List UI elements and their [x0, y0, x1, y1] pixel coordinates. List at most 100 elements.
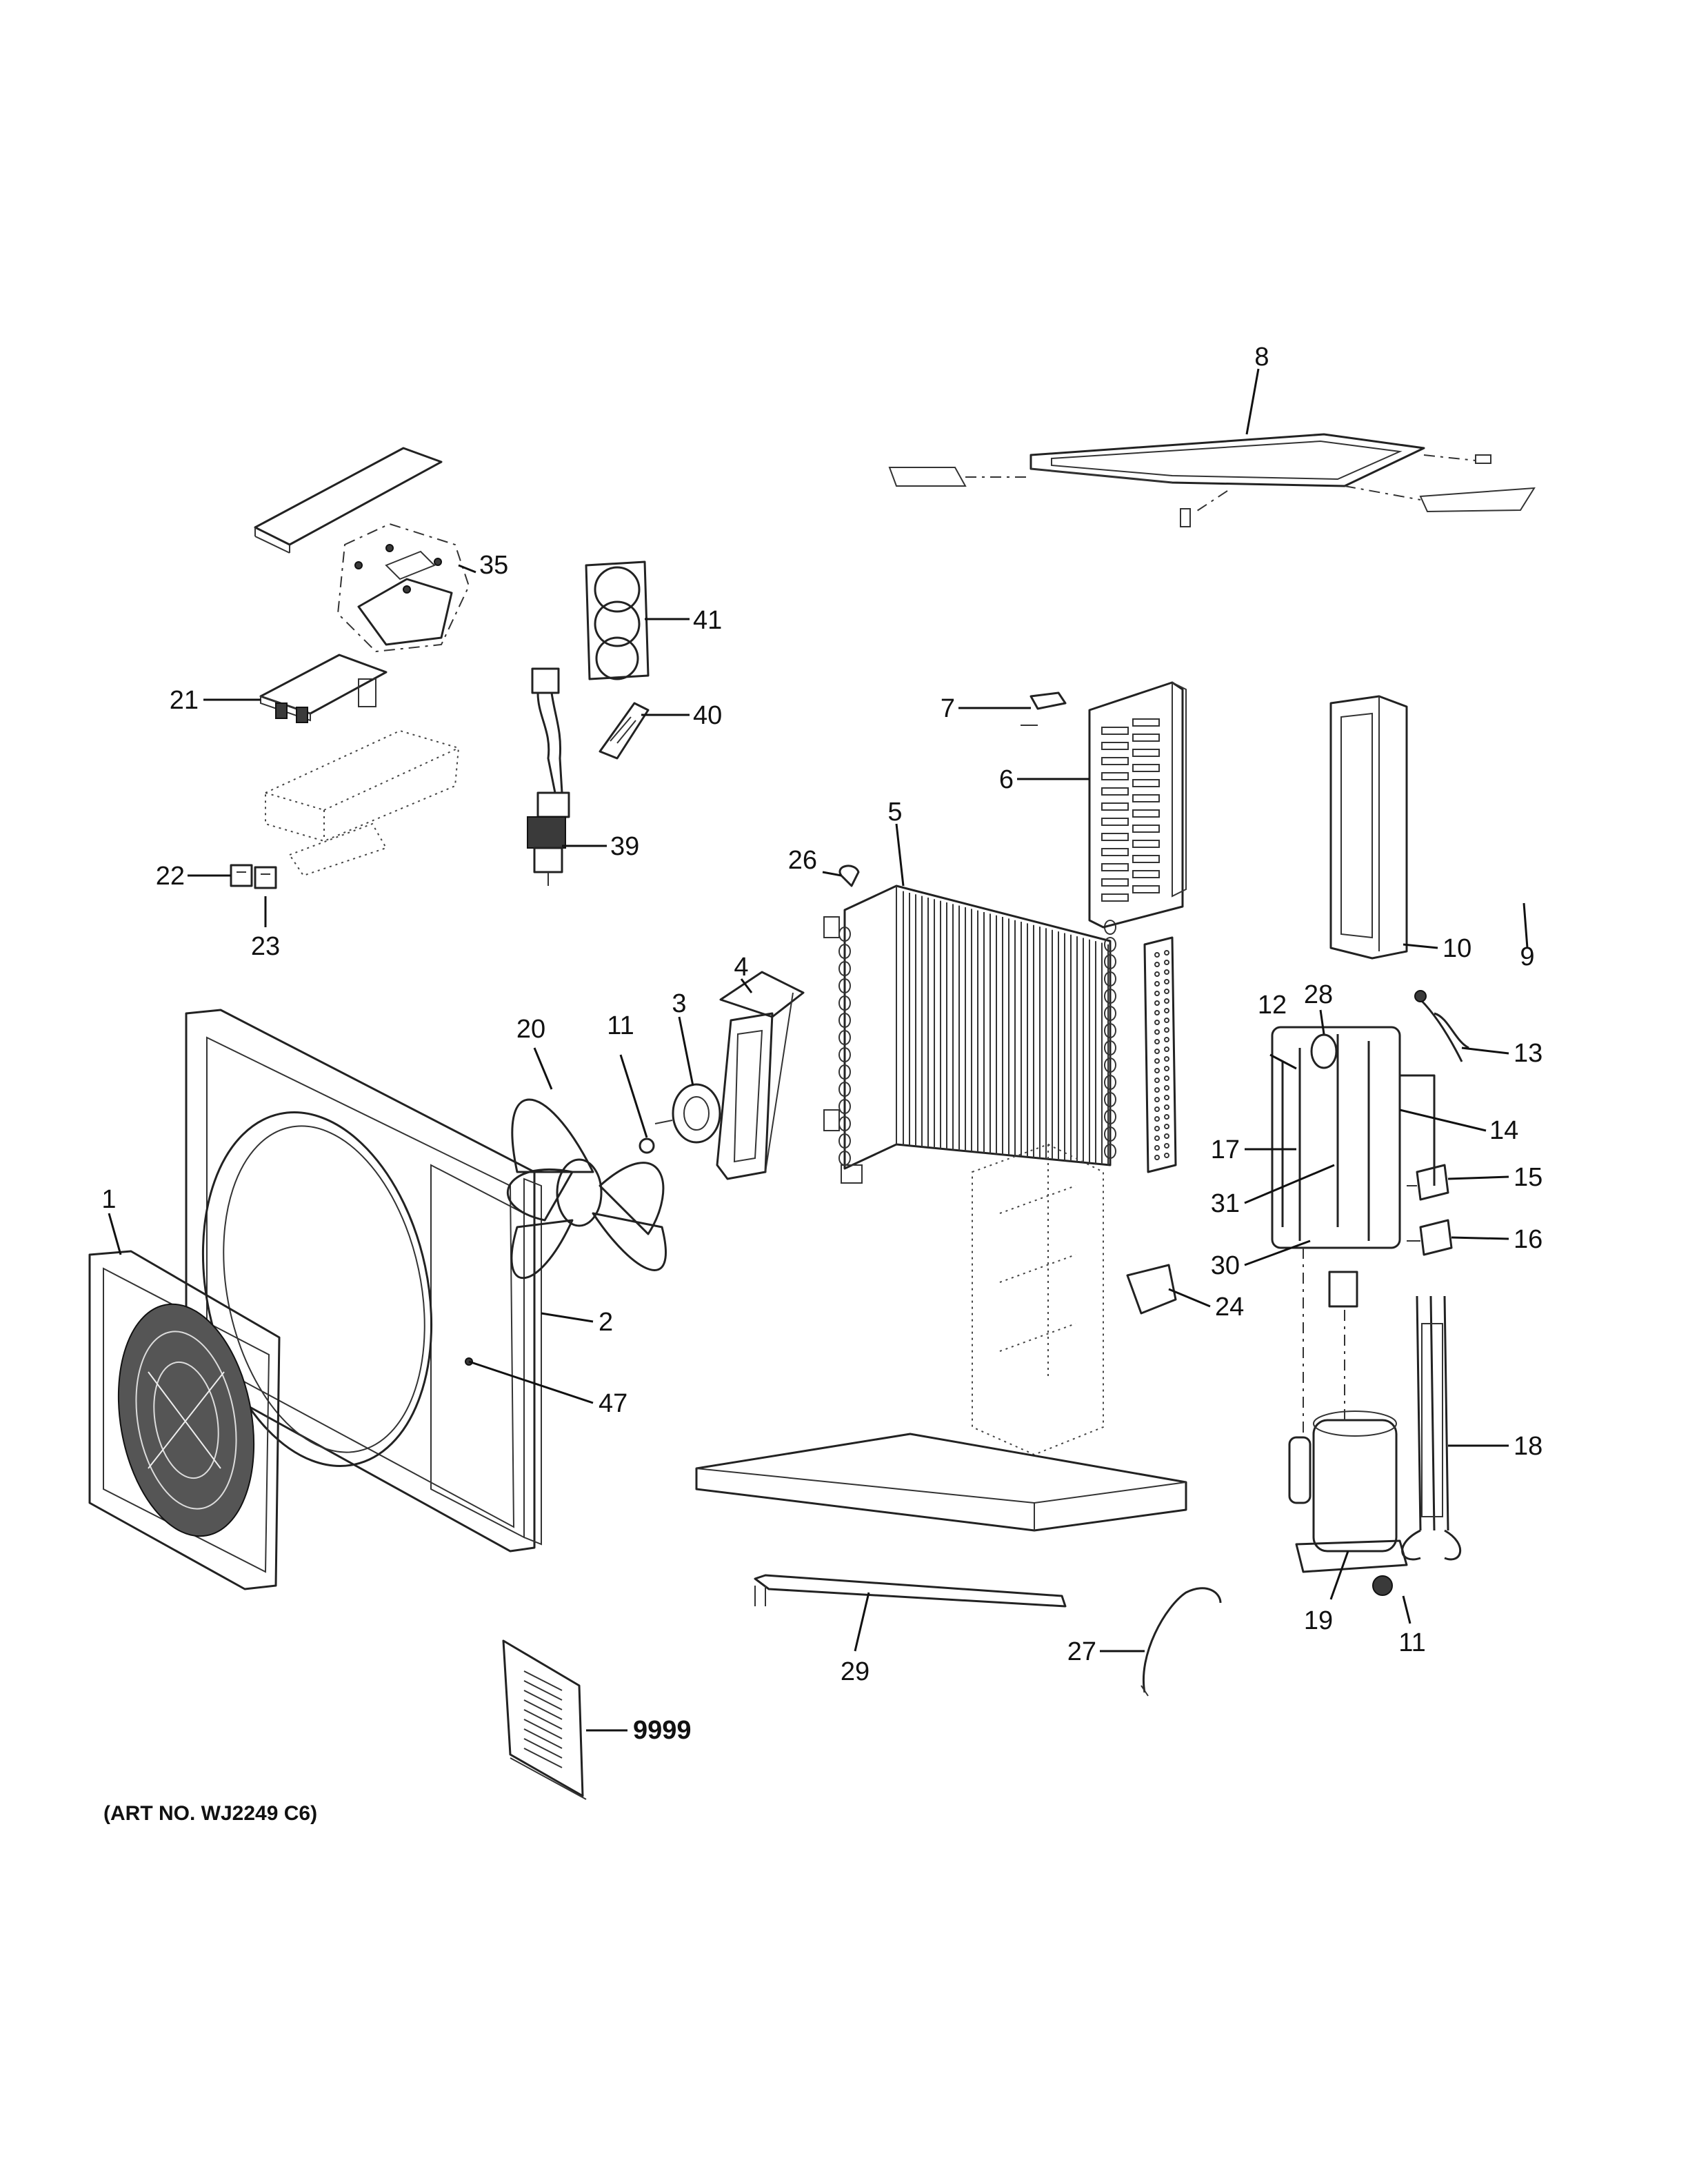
rail-hole — [1154, 952, 1160, 958]
panel-slot — [1132, 779, 1160, 787]
label-9999: 9999 — [633, 1716, 692, 1745]
rail-hole — [1164, 1114, 1169, 1120]
panel-slot — [1132, 764, 1160, 772]
rail-hole — [1164, 1095, 1169, 1100]
manual-text-line — [523, 1670, 563, 1691]
side-rail-part — [1143, 936, 1177, 1173]
pcb-board-part — [259, 654, 388, 723]
compressor-part — [1288, 1248, 1408, 1573]
handle-part — [599, 702, 650, 760]
valve-part — [1407, 1164, 1449, 1201]
label-39: 39 — [610, 832, 639, 861]
coil-bend — [838, 978, 851, 993]
coil-bend — [1104, 1023, 1116, 1038]
sensor-wire-part — [1141, 1587, 1222, 1697]
label-6: 6 — [999, 765, 1014, 794]
label-12: 12 — [1258, 991, 1287, 1020]
manual-part — [502, 1639, 587, 1800]
manual-text-line — [523, 1699, 563, 1720]
rail-hole — [1164, 1085, 1169, 1091]
rail-hole — [1164, 1008, 1169, 1013]
coil-bend — [838, 944, 851, 959]
panel-slot — [1132, 840, 1160, 848]
label-20: 20 — [516, 1015, 545, 1044]
coil-bend — [1104, 1092, 1116, 1107]
rail-hole — [1154, 1010, 1160, 1015]
coil-bend — [1104, 1144, 1116, 1159]
coil-bend — [1104, 989, 1116, 1004]
panel-slot — [1101, 878, 1129, 887]
condenser-coil-part — [823, 884, 1116, 1184]
top-cover-part — [888, 433, 1536, 527]
rail-hole — [1154, 1145, 1160, 1151]
rail-hole — [1154, 1039, 1160, 1044]
clip-part — [1021, 691, 1067, 726]
rail-hole — [1154, 1116, 1160, 1122]
nut-part — [639, 1138, 655, 1154]
rail-hole — [1164, 1133, 1169, 1139]
label-22: 22 — [156, 862, 185, 891]
coil-bend — [1104, 954, 1116, 969]
rail-hole — [1154, 1087, 1160, 1093]
rail-hole — [1154, 1106, 1160, 1112]
fan-motor-part — [654, 1083, 721, 1144]
rail-hole — [1164, 1075, 1169, 1081]
label-27: 27 — [1067, 1637, 1096, 1666]
panel-slot — [1132, 794, 1160, 802]
rail-hole — [1164, 998, 1169, 1004]
part-labels: 8 35 41 40 39 21 22 23 7 6 5 26 4 3 11 2… — [101, 343, 1543, 1825]
manual-text-line — [523, 1709, 563, 1730]
label-47: 47 — [599, 1389, 627, 1418]
manual-text-line — [523, 1719, 563, 1739]
rail-hole — [1154, 981, 1160, 987]
rail-hole — [1154, 1078, 1160, 1083]
coil-bend — [1104, 1075, 1116, 1090]
valve-part-2 — [1407, 1219, 1453, 1256]
label-35: 35 — [479, 551, 508, 580]
terminal-block-part — [230, 864, 277, 889]
manual-text-line — [523, 1680, 563, 1701]
coil-bend — [1104, 1006, 1116, 1021]
control-box-cover-part — [254, 447, 443, 554]
rail-hole — [1154, 1155, 1160, 1160]
label-11-top: 11 — [607, 1011, 634, 1040]
coil-bend — [838, 1047, 851, 1062]
panel-slot — [1101, 848, 1129, 856]
coil-bend — [838, 1082, 851, 1097]
front-grille-part — [88, 1250, 281, 1590]
coil-bend — [1104, 971, 1116, 987]
rail-hole — [1164, 989, 1169, 994]
fan-blade-part — [506, 1098, 667, 1280]
panel-slot — [1132, 825, 1160, 833]
panel-slot — [1101, 772, 1129, 780]
coil-bend — [1104, 937, 1116, 952]
label-19: 19 — [1304, 1606, 1333, 1635]
label-24: 24 — [1215, 1293, 1244, 1322]
panel-slot — [1101, 727, 1129, 735]
label-15: 15 — [1514, 1163, 1543, 1192]
piping-assembly-part — [1271, 1026, 1436, 1249]
sensor-part — [1414, 990, 1469, 1062]
label-26: 26 — [788, 846, 817, 875]
label-9: 9 — [1520, 942, 1534, 971]
coil-bend — [838, 1064, 851, 1080]
panel-slot — [1101, 863, 1129, 871]
coil-bend — [838, 1013, 851, 1028]
coil-bend — [1104, 1058, 1116, 1073]
rail-hole — [1154, 1049, 1160, 1054]
power-cord-part — [1401, 1295, 1461, 1561]
coil-bend — [838, 1030, 851, 1045]
manual-text-line — [523, 1690, 563, 1710]
label-16: 16 — [1514, 1225, 1543, 1254]
rail-hole — [1164, 1153, 1169, 1158]
rail-hole — [1164, 1066, 1169, 1071]
rail-hole — [1154, 1000, 1160, 1006]
label-7: 7 — [941, 694, 955, 723]
rail-hole — [1154, 1020, 1160, 1025]
coil-bend — [838, 1133, 851, 1149]
rail-hole — [1164, 979, 1169, 984]
label-41: 41 — [693, 606, 722, 635]
panel-slot — [1132, 885, 1160, 893]
rail-hole — [1164, 950, 1169, 956]
